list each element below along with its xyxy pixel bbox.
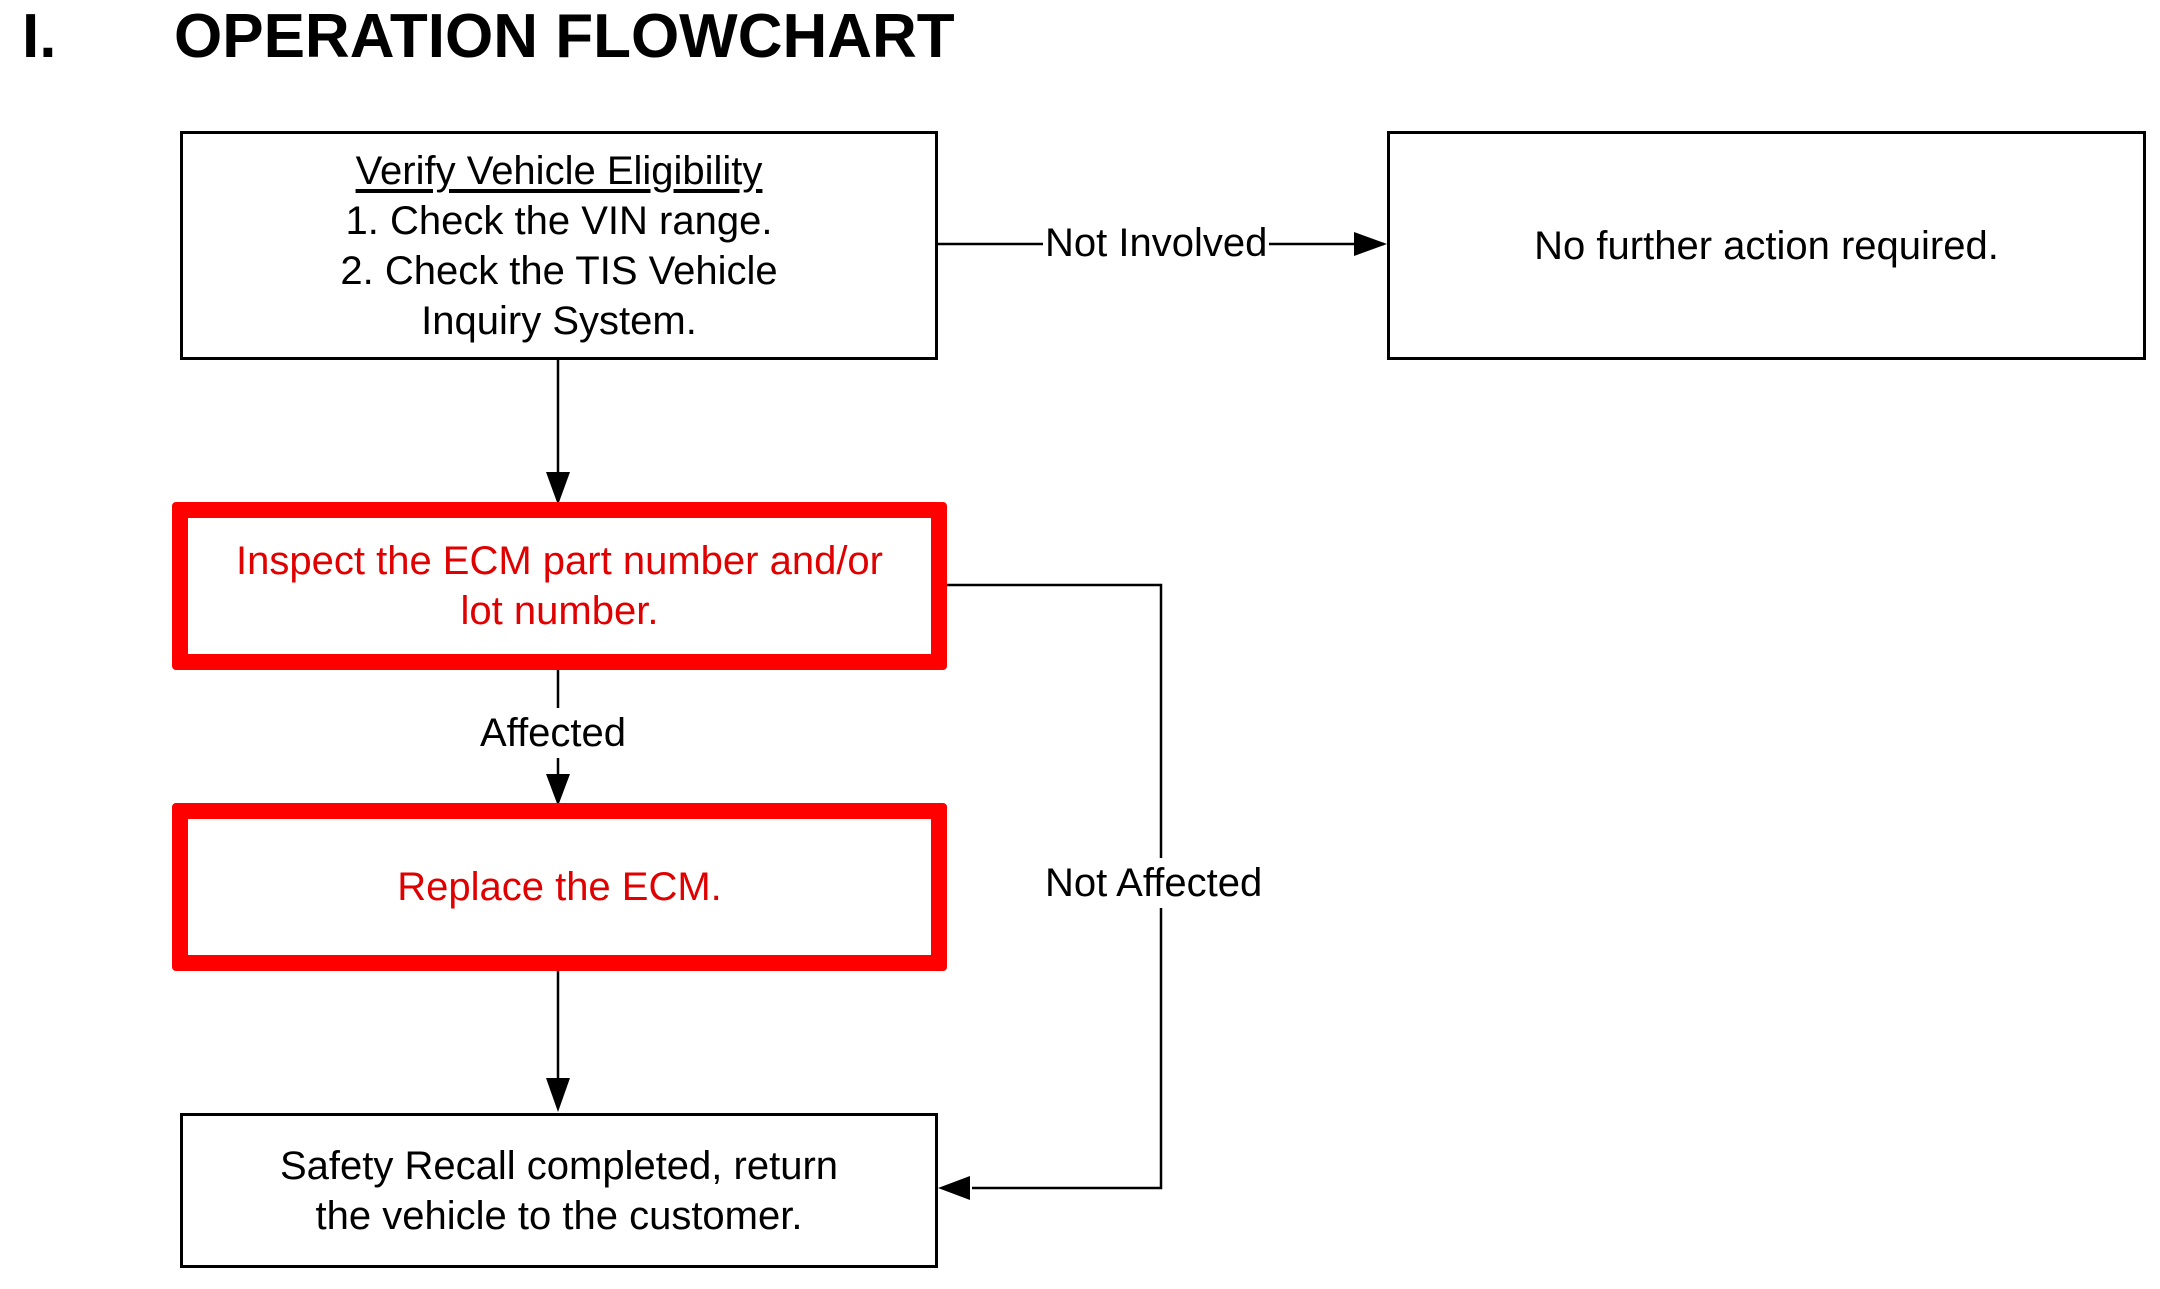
verify-step-1: 1. Check the VIN range. <box>345 198 773 243</box>
verify-eligibility-title: Verify Vehicle Eligibility <box>355 148 763 193</box>
arrowhead-icon <box>1354 232 1387 256</box>
replace-ecm-text: Replace the ECM. <box>397 865 722 909</box>
verify-step-2: 2. Check the TIS Vehicle <box>340 248 778 293</box>
page-title: OPERATION FLOWCHART <box>174 2 955 71</box>
verify-step-2-cont: Inquiry System. <box>421 298 697 343</box>
arrowhead-icon <box>546 774 570 806</box>
arrowhead-icon <box>546 472 570 505</box>
recall-complete-text-2: the vehicle to the customer. <box>315 1193 803 1238</box>
arrowhead-icon <box>546 1078 570 1112</box>
label-not-involved: Not Involved <box>1043 218 1270 268</box>
inspect-ecm-text-2: lot number. <box>460 589 659 633</box>
arrowhead-icon <box>938 1176 970 1200</box>
label-not-affected: Not Affected <box>1043 858 1265 908</box>
no-action-box: No further action required. <box>1387 131 2146 360</box>
inspect-ecm-text-1: Inspect the ECM part number and/or <box>236 539 883 583</box>
section-number: I. <box>22 2 57 71</box>
replace-ecm-box: Replace the ECM. <box>172 803 947 971</box>
verify-eligibility-box: Verify Vehicle Eligibility 1. Check the … <box>180 131 938 360</box>
recall-complete-text-1: Safety Recall completed, return <box>279 1143 839 1188</box>
no-action-text: No further action required. <box>1534 223 1999 268</box>
inspect-ecm-box: Inspect the ECM part number and/or lot n… <box>172 502 947 670</box>
label-affected: Affected <box>478 708 629 758</box>
recall-complete-box: Safety Recall completed, return the vehi… <box>180 1113 938 1268</box>
